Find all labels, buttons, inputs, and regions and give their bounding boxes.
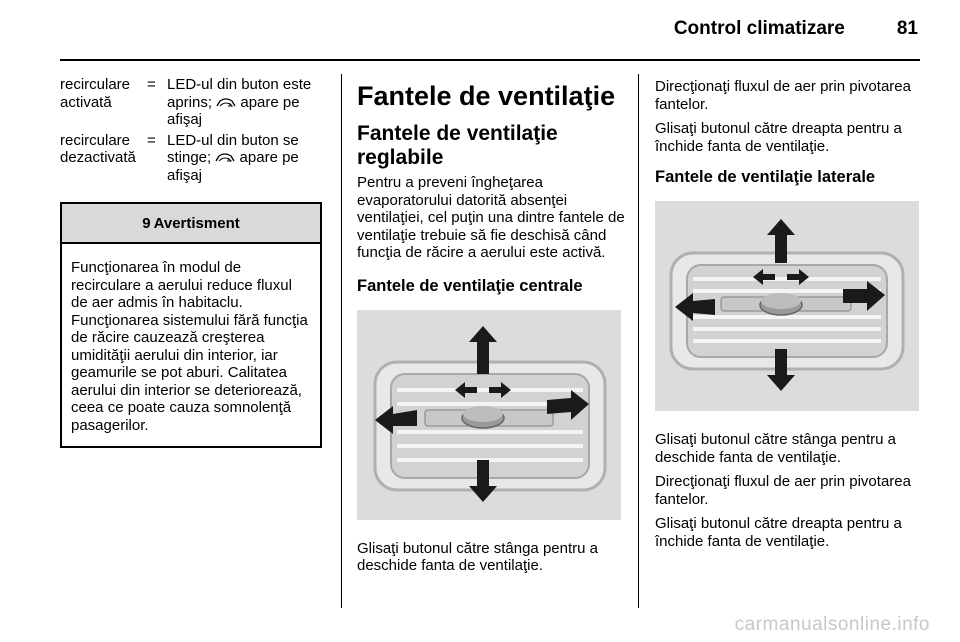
car-recirculation-icon bbox=[216, 95, 236, 107]
definition-equals: = bbox=[147, 131, 156, 149]
middle-column: Fantele de ventilaţie Fantele de ventila… bbox=[357, 80, 625, 582]
warning-title: Avertisment bbox=[153, 214, 240, 232]
page-title: Control climatizare bbox=[673, 18, 845, 39]
paragraph: Glisaţi butonul către stânga pentru a de… bbox=[655, 431, 896, 466]
paragraph: Glisaţi butonul către dreapta pentru a î… bbox=[655, 120, 902, 155]
section-heading: Fantele de ventilaţie bbox=[357, 81, 616, 111]
watermark: carmanualsonline.info bbox=[734, 614, 930, 635]
figure-caption-paragraph: Glisaţi butonul către stânga pentru a de… bbox=[357, 539, 598, 575]
warning-symbol: 9 bbox=[142, 214, 151, 232]
subsection-heading: Fantele de ventilaţie reglabile bbox=[357, 122, 558, 169]
central-vents-heading: Fantele de ventilaţie centrale bbox=[357, 276, 583, 295]
definition-description: LED-ul din buton este aprins; apare pe a… bbox=[167, 76, 327, 129]
paragraph: Direcţionaţi fluxul de aer prin pivotare… bbox=[655, 473, 911, 508]
definition-term: recirculare activată bbox=[60, 76, 131, 111]
paragraph: Direcţionaţi fluxul de aer prin pivotare… bbox=[655, 78, 911, 113]
definition-row: recirculare activată = LED-ul din buton … bbox=[60, 76, 328, 129]
definition-desc-text: LED-ul din buton este aprins; bbox=[167, 76, 312, 111]
warning-text: Funcţionarea în modul de recirculare a a… bbox=[71, 259, 308, 434]
column-divider-1 bbox=[341, 74, 342, 608]
side-vent-illustration bbox=[655, 201, 919, 411]
definition-term: recirculare dezactivată bbox=[60, 131, 136, 167]
right-column: Direcţionaţi fluxul de aer prin pivotare… bbox=[655, 78, 923, 557]
definition-desc-text: apare pe afişaj bbox=[167, 93, 300, 129]
warning-box: 9 Avertisment Funcţionarea în modul de r… bbox=[60, 202, 322, 448]
header-rule bbox=[60, 59, 920, 61]
definition-row: recirculare dezactivată = LED-ul din but… bbox=[60, 132, 328, 185]
side-vents-heading: Fantele de ventilaţie laterale bbox=[655, 168, 876, 186]
intro-paragraph: Pentru a preveni îngheţarea evaporatorul… bbox=[357, 174, 625, 261]
column-divider-2 bbox=[638, 74, 639, 608]
warning-header: 9 Avertisment bbox=[62, 204, 320, 244]
left-column: recirculare activată = LED-ul din buton … bbox=[60, 76, 328, 448]
page-header: Control climatizare 81 bbox=[674, 18, 918, 48]
car-recirculation-icon bbox=[215, 150, 235, 162]
central-vent-illustration bbox=[357, 309, 621, 520]
definition-equals: = bbox=[147, 76, 156, 93]
definition-description: LED-ul din buton se stinge; apare pe afi… bbox=[167, 132, 327, 185]
definition-desc-text: LED-ul din buton se stinge; bbox=[167, 131, 299, 167]
page-number: 81 bbox=[896, 18, 918, 39]
paragraph: Glisaţi butonul către dreapta pentru a î… bbox=[655, 515, 902, 550]
definition-desc-text: apare pe afişaj bbox=[167, 149, 299, 184]
